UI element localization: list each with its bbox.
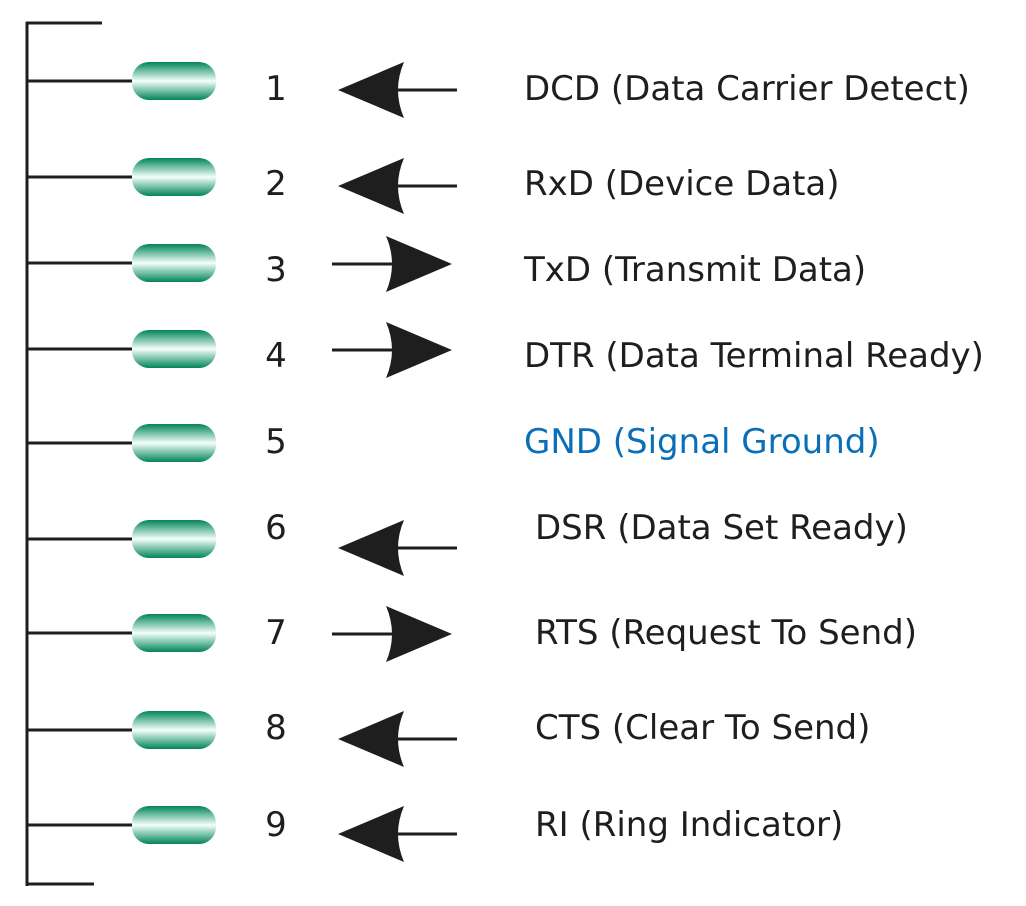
pin-row: 8 CTS (Clear To Send) [27,708,870,767]
pin-number: 8 [265,708,287,748]
signal-label: RTS (Request To Send) [535,613,917,653]
pin-contact [132,614,216,652]
signal-label: DTR (Data Terminal Ready) [524,336,984,376]
arrow-left-icon [338,520,457,576]
pin-contact [132,424,216,462]
pin-number: 4 [265,336,287,376]
pin-number: 5 [265,422,287,462]
signal-label: RI (Ring Indicator) [535,805,843,845]
arrow-right-icon [332,236,452,292]
pin-contact [132,330,216,368]
signal-label: GND (Signal Ground) [524,422,880,462]
pin-row: 6 DSR (Data Set Ready) [27,508,908,576]
signal-label: CTS (Clear To Send) [535,708,870,748]
pin-contact [132,711,216,749]
pin-contact [132,158,216,196]
pin-number: 9 [265,805,287,845]
pin-number: 6 [265,508,287,548]
arrow-left-icon [338,158,457,214]
arrow-left-icon [338,806,457,862]
pin-number: 1 [265,69,287,109]
pin-row: 5 GND (Signal Ground) [27,422,880,462]
connector-bracket [25,21,102,886]
pin-number: 3 [265,250,287,290]
signal-label: RxD (Device Data) [524,164,840,204]
pin-contact [132,62,216,100]
pin-number: 2 [265,164,287,204]
arrow-left-icon [338,62,457,118]
pin-row: 3 TxD (Transmit Data) [27,236,866,292]
signal-label: TxD (Transmit Data) [523,250,866,290]
arrow-right-icon [332,606,452,662]
signal-label: DSR (Data Set Ready) [535,508,908,548]
pin-row: 1 DCD (Data Carrier Detect) [27,62,970,118]
pin-row: 7 RTS (Request To Send) [27,606,917,662]
pin-contact [132,520,216,558]
pin-number: 7 [265,613,287,653]
pin-rows: 1 DCD (Data Carrier Detect) 2 RxD (Device D… [27,62,984,862]
pin-row: 9 RI (Ring Indicator) [27,805,843,862]
signal-label: DCD (Data Carrier Detect) [524,69,970,109]
arrow-right-icon [332,322,452,378]
pin-contact [132,806,216,844]
pin-contact [132,244,216,282]
arrow-left-icon [338,711,457,767]
pin-row: 4 DTR (Data Terminal Ready) [27,322,984,378]
pin-row: 2 RxD (Device Data) [27,158,840,214]
